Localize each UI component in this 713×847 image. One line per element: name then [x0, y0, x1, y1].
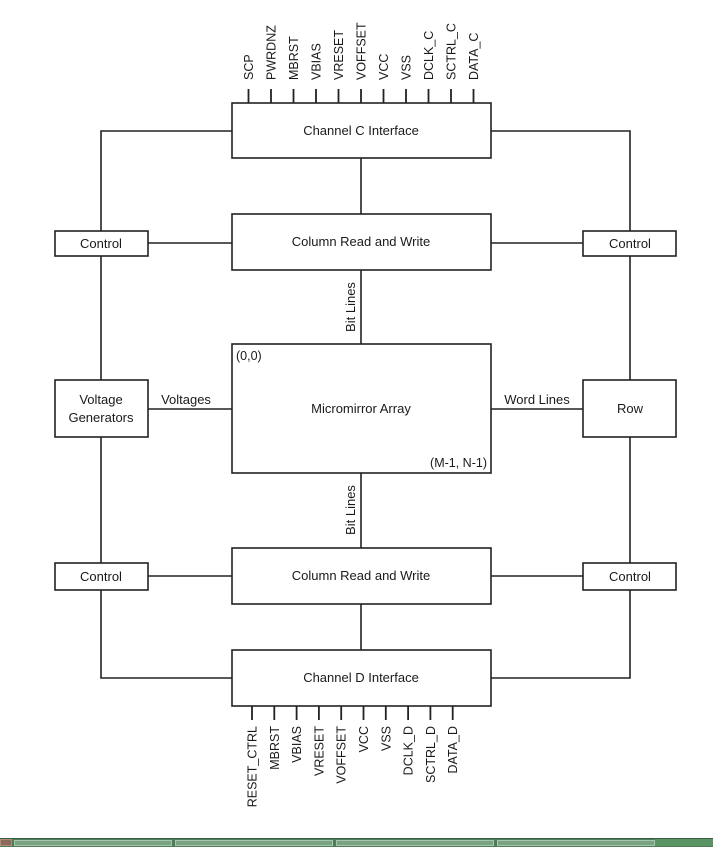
voltage-generators-block: Voltage Generators: [54, 379, 149, 438]
column-read-write-top-block: Column Read and Write: [231, 213, 492, 271]
channel-c-pin-label: VRESET: [332, 30, 346, 80]
channel-d-pin-label: SCTRL_D: [424, 726, 438, 783]
channel-d-pin-label: VRESET: [312, 726, 326, 776]
channel-c-pin-label: DCLK_C: [422, 31, 436, 80]
channel-c-pin-label: PWRDNZ: [265, 25, 279, 80]
start-button[interactable]: [0, 839, 12, 846]
taskbar: [0, 812, 713, 847]
column-bottom-label: Column Read and Write: [292, 568, 431, 583]
channel-c-pin-label: VCC: [377, 54, 391, 80]
word-lines-edge-label: Word Lines: [504, 392, 570, 407]
taskbar-task-1[interactable]: [14, 840, 172, 846]
channel-d-pin-label: VSS: [379, 726, 393, 751]
system-tray[interactable]: [655, 839, 713, 846]
column-read-write-bottom-block: Column Read and Write: [231, 547, 492, 605]
channel-c-pin-label: VOFFSET: [355, 22, 369, 80]
control-bottom-right-label: Control: [609, 569, 651, 584]
channel-d-pin-label: RESET_CTRL: [246, 726, 260, 807]
channel-c-pin-label: DATA_C: [467, 33, 481, 80]
voltage-generators-label-line1: Voltage: [79, 392, 122, 407]
micromirror-array-label: Micromirror Array: [311, 401, 411, 416]
channel-d-pin-label: VCC: [357, 726, 371, 752]
channel-c-pin-label: SCP: [242, 54, 256, 80]
channel-c-pin-label: SCTRL_C: [445, 23, 459, 80]
control-bottom-right-block: Control: [582, 562, 677, 591]
bit-lines-bottom-edge-label: Bit Lines: [343, 485, 358, 535]
control-top-left-block: Control: [54, 230, 149, 257]
voltage-generators-label-line2: Generators: [68, 410, 134, 425]
control-top-left-label: Control: [80, 236, 122, 251]
channel-d-pin-label: DATA_D: [446, 726, 460, 773]
taskbar-task-4[interactable]: [497, 840, 655, 846]
channel-c-pin-label: VBIAS: [310, 43, 324, 80]
control-bottom-left-label: Control: [80, 569, 122, 584]
channel-c-pins: SCP PWRDNZ MBRST VBIAS VRESET VOFFSET VCC VSS DC…: [242, 22, 481, 103]
channel-c-label: Channel C Interface: [303, 123, 419, 138]
channel-d-pin-label: VOFFSET: [335, 726, 349, 784]
array-origin-label: (0,0): [236, 349, 262, 363]
row-block: Row: [582, 379, 677, 438]
channel-d-pin-label: DCLK_D: [402, 726, 416, 775]
channel-d-pin-label: VBIAS: [290, 726, 304, 763]
wire-channel-c-left: [100, 130, 232, 231]
channel-d-interface-block: Channel D Interface: [231, 649, 492, 707]
block-diagram: SCP PWRDNZ MBRST VBIAS VRESET VOFFSET VCC VSS DC…: [54, 22, 677, 807]
channel-c-pin-label: MBRST: [287, 36, 301, 80]
control-top-right-block: Control: [582, 230, 677, 257]
control-bottom-left-block: Control: [54, 562, 149, 591]
taskbar-task-3[interactable]: [336, 840, 494, 846]
channel-c-interface-block: Channel C Interface: [231, 102, 492, 159]
column-top-label: Column Read and Write: [292, 234, 431, 249]
bit-lines-top-edge-label: Bit Lines: [343, 282, 358, 332]
array-end-label: (M-1, N-1): [430, 456, 487, 470]
voltages-edge-label: Voltages: [161, 392, 211, 407]
channel-d-pins: RESET_CTRL MBRST VBIAS VRESET VOFFSET VCC VSS D…: [246, 706, 460, 807]
wire-channel-c-right: [491, 130, 631, 231]
wire-channel-d-right: [491, 590, 631, 679]
channel-d-pin-label: MBRST: [268, 726, 282, 770]
control-top-right-label: Control: [609, 236, 651, 251]
row-label: Row: [617, 401, 644, 416]
taskbar-task-2[interactable]: [175, 840, 333, 846]
micromirror-array-block: Micromirror Array (0,0) (M-1, N-1): [231, 343, 492, 474]
channel-d-label: Channel D Interface: [303, 670, 419, 685]
connection-wires: [100, 130, 631, 679]
channel-c-pin-label: VSS: [400, 55, 414, 80]
wire-channel-d-left: [100, 590, 232, 679]
